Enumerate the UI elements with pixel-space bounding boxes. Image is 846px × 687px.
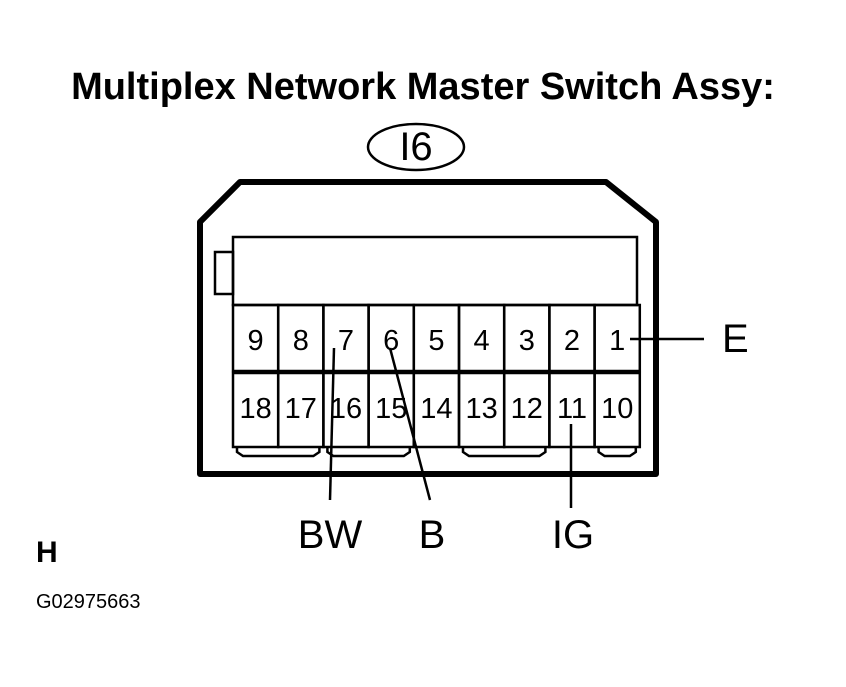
pin-number-17: 17 (285, 393, 317, 425)
pin-tab (597, 447, 638, 458)
pin-number-5: 5 (428, 325, 444, 357)
pin-tab (326, 447, 412, 458)
leader-line-b (388, 347, 432, 501)
pin-number-8: 8 (293, 325, 309, 357)
connector-code-ellipse (366, 122, 466, 172)
latch-tab (213, 250, 235, 296)
pin-number-6: 6 (383, 325, 399, 357)
figure-id: G02975663 (36, 591, 141, 613)
pin-number-4: 4 (474, 325, 490, 357)
pin-number-11: 11 (557, 393, 587, 425)
pin-number-1: 1 (609, 325, 625, 357)
pin-number-14: 14 (420, 393, 452, 425)
pin-number-9: 9 (248, 325, 264, 357)
leader-line-bw (328, 347, 336, 501)
label-e: E (722, 317, 749, 361)
label-bw: BW (298, 513, 363, 557)
pin-number-13: 13 (465, 393, 497, 425)
connector-top-bar (231, 235, 639, 307)
pin-number-10: 10 (601, 393, 633, 425)
corner-mark: H (36, 536, 58, 569)
pin-number-12: 12 (511, 393, 543, 425)
pin-tab (461, 447, 547, 458)
pin-number-3: 3 (519, 325, 535, 357)
diagram-title: Multiplex Network Master Switch Assy: (71, 66, 775, 108)
pin-grid (231, 303, 642, 458)
pin-number-2: 2 (564, 325, 580, 357)
connector-code-badge: I6 (366, 122, 466, 172)
bottom-pin-cell (593, 371, 642, 449)
label-b: B (419, 513, 446, 557)
connector-code-text: I6 (399, 125, 432, 169)
pin-number-18: 18 (239, 393, 271, 425)
connector-housing (197, 179, 659, 477)
pin-number-16: 16 (330, 393, 362, 425)
pin-number-7: 7 (338, 325, 354, 357)
label-ig: IG (552, 513, 594, 557)
pin-tab (235, 447, 321, 458)
